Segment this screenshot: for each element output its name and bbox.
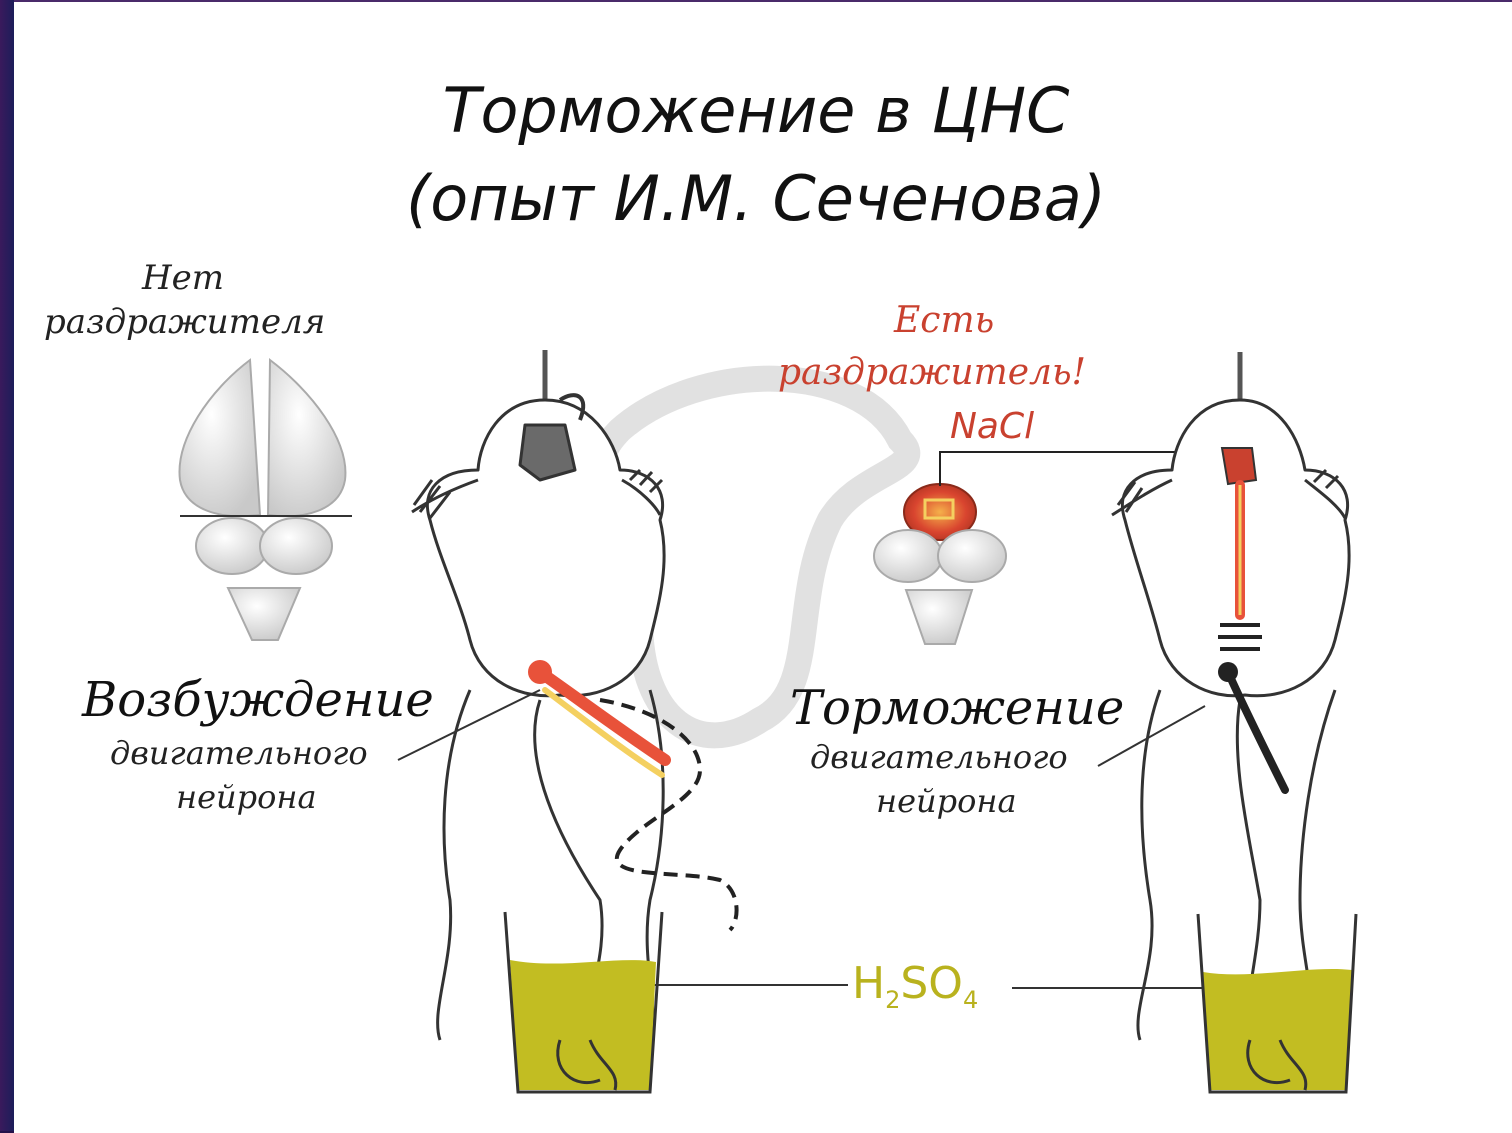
acid-formula-so: SO [900,958,963,1009]
no-stimulus-label-line2: раздражителя [44,302,325,342]
left-frog [412,350,664,1040]
acid-formula-sub4: 4 [963,986,978,1014]
acid-formula: H2SO4 [852,958,978,1014]
left-beaker [505,912,662,1092]
acid-formula-h: H [852,958,885,1009]
inhibition-sub-line1: двигательного [810,738,1068,776]
no-stimulus-label-line1: Нет [142,258,224,298]
stimulus-nacl-label: NaCl [950,406,1034,447]
excitation-sub-line2: нейрона [176,778,317,816]
stimulus-label-line1: Есть [894,300,994,341]
excitation-label: Возбуждение [82,672,434,728]
excitation-sub-line1: двигательного [110,734,368,772]
right-beaker [1198,914,1356,1092]
left-brain [180,360,352,640]
acid-formula-sub2: 2 [885,986,900,1014]
inhibition-label: Торможение [790,680,1124,736]
inhibition-sub-line2: нейрона [876,782,1017,820]
stimulus-label-line2: раздражитель! [778,352,1086,393]
